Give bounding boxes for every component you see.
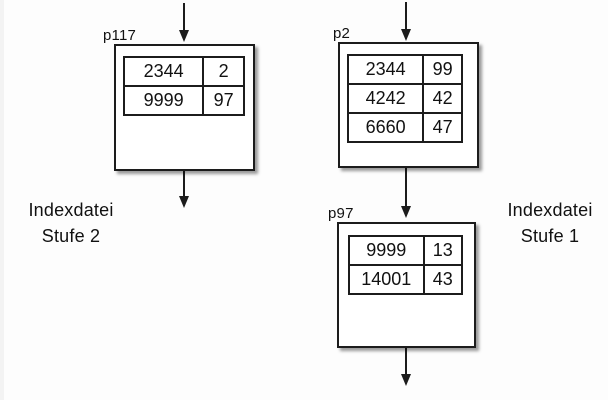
arrow-down-icon-into-p2 xyxy=(401,2,411,41)
pointer-cell: 43 xyxy=(422,264,464,295)
key-cell: 14001 xyxy=(348,264,425,295)
table-row: 2344 2 xyxy=(122,56,245,87)
node-label-p2: p2 xyxy=(333,25,351,42)
node-label-p97: p97 xyxy=(328,205,354,222)
key-cell: 6660 xyxy=(346,112,425,143)
arrow-down-icon-p2-to-p97 xyxy=(401,168,411,218)
pointer-cell: 42 xyxy=(422,83,463,114)
index-node-p2: p2 2344 99 4242 42 6660 47 xyxy=(333,26,479,168)
index-level-2-line1: Indexdatei xyxy=(28,200,114,220)
arrow-down-icon-out-of-p97 xyxy=(401,348,411,386)
pointer-cell: 47 xyxy=(422,112,463,143)
key-cell: 9999 xyxy=(348,235,425,266)
page-edge-strip xyxy=(0,0,4,400)
node-table-p2: 2344 99 4242 42 6660 47 xyxy=(346,54,463,143)
node-label-p117: p117 xyxy=(103,27,137,44)
index-level-1-line1: Indexdatei xyxy=(507,200,593,220)
index-node-p97: p97 9999 13 14001 43 xyxy=(328,206,476,348)
key-cell: 9999 xyxy=(122,85,205,116)
index-node-p117: p117 2344 2 9999 97 xyxy=(103,28,255,171)
table-row: 14001 43 xyxy=(348,264,464,295)
pointer-cell: 2 xyxy=(202,56,245,87)
pointer-cell: 99 xyxy=(422,54,463,85)
index-level-2-line2: Stufe 2 xyxy=(41,225,101,246)
table-row: 9999 13 xyxy=(348,235,464,266)
key-cell: 2344 xyxy=(122,56,205,87)
key-cell: 2344 xyxy=(346,54,425,85)
index-level-2-label: Indexdatei Stufe 2 xyxy=(10,198,132,249)
table-row: 9999 97 xyxy=(122,85,245,116)
pointer-cell: 13 xyxy=(422,235,464,266)
table-row: 2344 99 xyxy=(346,54,463,85)
node-table-p97: 9999 13 14001 43 xyxy=(348,235,464,295)
index-level-1-label: Indexdatei Stufe 1 xyxy=(495,198,605,249)
node-table-p117: 2344 2 9999 97 xyxy=(122,56,245,116)
key-cell: 4242 xyxy=(346,83,425,114)
index-level-1-line2: Stufe 1 xyxy=(520,225,580,246)
table-row: 4242 42 xyxy=(346,83,463,114)
arrow-down-icon-into-p117 xyxy=(179,3,189,42)
table-row: 6660 47 xyxy=(346,112,463,143)
pointer-cell: 97 xyxy=(202,85,245,116)
arrow-down-icon-out-of-p117 xyxy=(179,171,189,208)
